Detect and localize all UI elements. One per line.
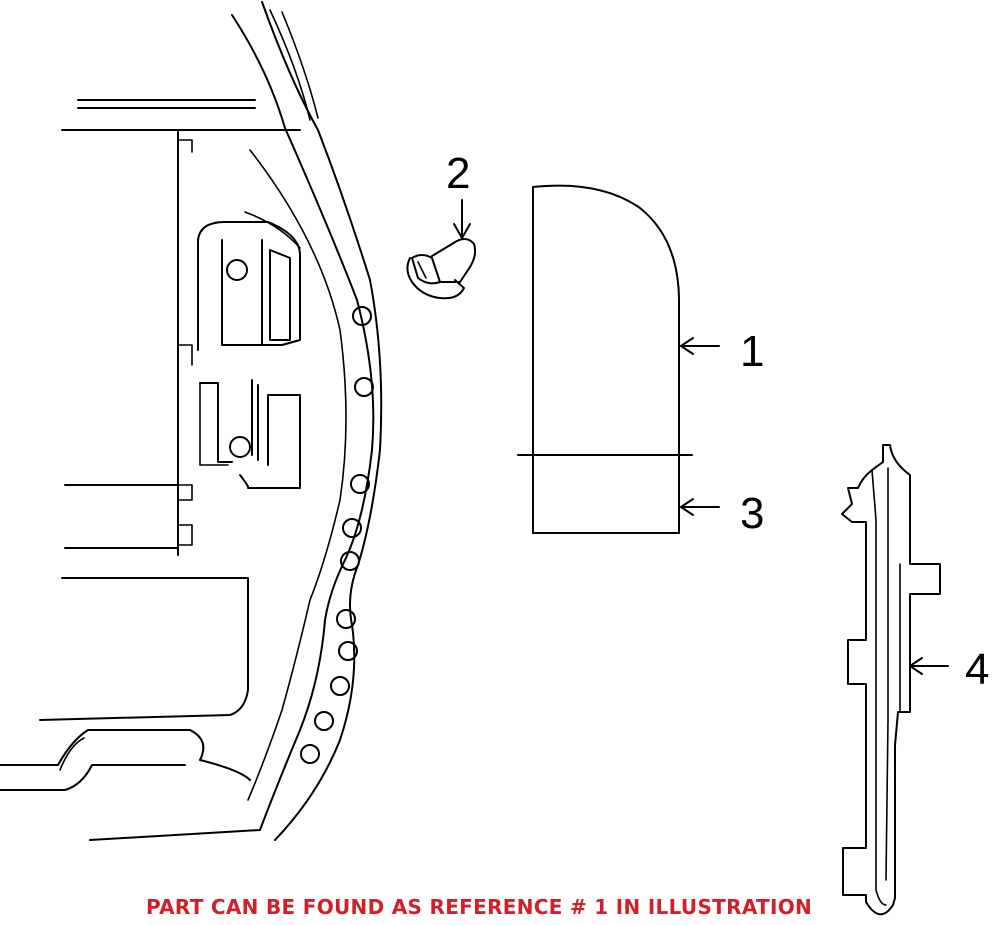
callout-2: 2 — [446, 149, 470, 198]
callout-1: 1 — [740, 327, 764, 376]
arrow-3 — [680, 498, 720, 516]
body-side-panel — [0, 1, 383, 841]
panel-part-1-3 — [517, 184, 693, 534]
arrow-2 — [453, 199, 471, 239]
callout-4: 4 — [965, 645, 989, 694]
reference-caption: PART CAN BE FOUND AS REFERENCE # 1 IN IL… — [146, 895, 813, 919]
arrow-1 — [680, 337, 720, 355]
pillar-holes — [300, 306, 374, 764]
callout-3: 3 — [740, 489, 764, 538]
clip-part-2 — [406, 238, 477, 300]
arrow-4 — [909, 657, 949, 675]
trim-strip-part-4 — [841, 444, 941, 916]
